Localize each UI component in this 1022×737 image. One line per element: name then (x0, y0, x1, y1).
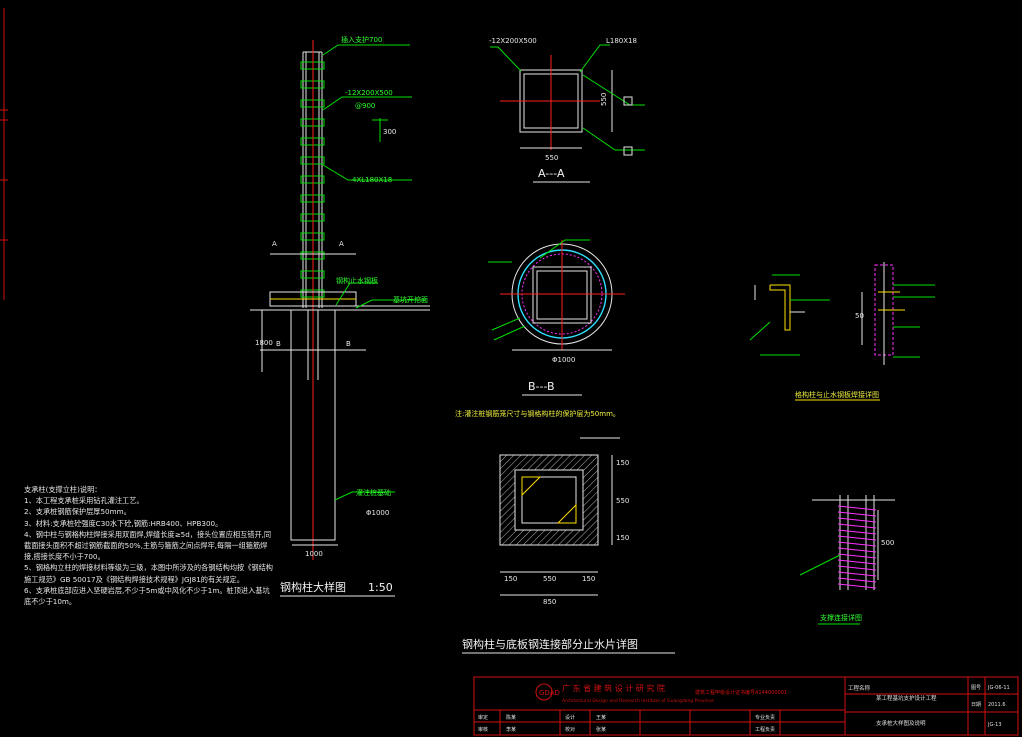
label-dim-300: 300 (383, 128, 396, 136)
project-label: 工程名称 (848, 684, 871, 692)
spiral-hoop (837, 505, 877, 511)
spiral-hoop (837, 577, 877, 583)
row-name-2: 王某 (596, 715, 606, 721)
svg-text:GDAD: GDAD (539, 689, 560, 697)
ws-dim-150a: 150 (504, 575, 517, 583)
ws-dim-850: 850 (543, 598, 556, 606)
ws-dim-v150: 150 (616, 459, 629, 467)
spiral-hoop (837, 523, 877, 529)
aa-plate-label: -12X200X500 (489, 37, 537, 45)
label-pile-dia: Φ1000 (366, 509, 389, 517)
row-name-3: 张某 (596, 726, 606, 733)
waterstop-title: 钢构柱与底板钢连接部分止水片详图 (462, 637, 638, 651)
drawing-value: 支承桩大样图及说明 (876, 719, 926, 727)
row-label-5: 工程负责 (755, 726, 775, 733)
notes-item-6: 6、支承桩底部应进入坚硬岩层,不少于5m或中风化不少于1m。桩顶进入基坑底不少于… (24, 585, 270, 607)
label-ground-line: 基坑开挖面 (393, 295, 428, 304)
spiral-hoop (837, 547, 877, 553)
aa-dim-side: 550 (600, 93, 608, 106)
spiral-hoop (837, 535, 877, 541)
label-sec-a-left: A (272, 240, 277, 248)
org-english: Architectural Design and Research Instit… (562, 698, 714, 704)
spiral-hoop (837, 565, 877, 571)
notes-item-2: 2、支承桩钢筋保护层厚50mm。 (24, 507, 131, 517)
label-plate-spacing: @900 (355, 102, 375, 110)
spiral-hoop (837, 559, 877, 565)
spiral-hoop (837, 553, 877, 559)
label-sec-b-left: B (276, 340, 281, 348)
row-label-1: 审核 (478, 726, 488, 733)
code-value: JG-06-11 (987, 685, 1010, 691)
org-cert: 建筑工程甲级设计证书编号A144000001 (695, 689, 787, 696)
column-elevation: 插入支护700 -12X200X500 @900 300 4XL180X18 A… (250, 35, 430, 560)
design-notes: 支承柱(支撑立柱)说明： 1、本工程支承桩采用钻孔灌注工艺。 2、支承桩钢筋保护… (24, 484, 274, 607)
aa-dim-bottom: 550 (545, 154, 558, 162)
label-plate-spec: -12X200X500 (345, 89, 393, 97)
notes-item-5: 5、钢格构立柱的焊接材料等级为三级，本图中所涉及的各钢结构均按《钢结构施工规范》… (24, 563, 273, 584)
date-label: 日期 (971, 702, 981, 708)
ws-dim-v150b: 150 (616, 534, 629, 542)
row-label-4: 专业负责 (755, 714, 775, 721)
section-aa: -12X200X500 L180X18 550 550 A---A (489, 37, 645, 183)
title-block: GDAD 广 东 省 建 筑 设 计 研 究 院 Architectural D… (473, 676, 1019, 736)
org-name: 广 东 省 建 筑 设 计 研 究 院 (562, 683, 665, 693)
label-pile-note: 灌注桩基础 (356, 488, 391, 497)
aa-angle-label: L180X18 (606, 37, 637, 45)
sheet-value: JG-13 (987, 722, 1002, 728)
support-detail: 500 支撑连接详图 (799, 495, 895, 625)
label-stop-plate: 钢构止水钢板 (336, 276, 378, 285)
weld-dim-50: 50 (855, 312, 864, 320)
label-dim-1800: 1800 (255, 339, 273, 347)
label-angle-spec: 4XL180X18 (352, 176, 392, 184)
label-sec-a-right: A (339, 240, 344, 248)
notes-item-3: 3、材料:支承桩砼强度C30水下砼,钢筋:HRB400、HPB300。 (24, 518, 223, 528)
row-name-1: 李某 (506, 726, 516, 733)
spiral-hoop (837, 511, 877, 517)
row-label-3: 校对 (565, 726, 575, 733)
project-value: 某工程基坑支护设计工程 (876, 694, 937, 702)
ws-dim-550: 550 (543, 575, 556, 583)
weld-detail: 50 格构柱与止水钢板焊接详图 (749, 262, 935, 401)
bb-note: 注:灌注桩钢筋笼尺寸与钢格构柱的保护层为50mm。 (455, 409, 620, 418)
spiral-hoop (837, 529, 877, 535)
row-label-0: 审定 (478, 714, 488, 721)
support-dim-500: 500 (881, 539, 894, 547)
ws-dim-150b: 150 (582, 575, 595, 583)
label-dim-1000: 1000 (305, 550, 323, 558)
ws-dim-v550: 550 (616, 497, 629, 505)
spiral-hoop (837, 583, 877, 589)
label-sec-b-right: B (346, 340, 351, 348)
notes-item-1: 1、本工程支承桩采用钻孔灌注工艺。 (24, 496, 144, 506)
section-bb: Φ1000 B---B 注:灌注桩钢筋笼尺寸与钢格构柱的保护层为50mm。 (455, 239, 625, 418)
drawing-no-label: 图号 (971, 685, 981, 691)
spiral-hoop (837, 571, 877, 577)
spiral-hoop (837, 541, 877, 547)
section-aa-title: A---A (538, 167, 565, 180)
row-label-2: 设计 (565, 714, 575, 721)
column-detail-title: 钢构柱大样图 (280, 580, 346, 594)
notes-item-4: 4、钢中柱与钢格构柱焊接采用双面焊,焊缝长度≥5d，接头位置应相互错开,同截面接… (24, 529, 272, 562)
weld-detail-title: 格构柱与止水钢板焊接详图 (795, 390, 879, 399)
support-detail-title: 支撑连接详图 (820, 613, 862, 622)
spiral-hoop (837, 517, 877, 523)
date-value: 2011.6 (988, 702, 1006, 708)
label-insert-depth: 插入支护700 (341, 35, 382, 44)
left-frame-marks (0, 8, 8, 300)
bb-dim-label: Φ1000 (552, 356, 575, 364)
column-detail-scale: 1:50 (368, 581, 393, 594)
waterstop-detail: 150 550 150 850 150 550 150 (499, 437, 629, 606)
section-bb-title: B---B (528, 380, 555, 393)
notes-heading: 支承柱(支撑立柱)说明： (24, 485, 102, 494)
row-name-0: 陈某 (506, 714, 516, 721)
